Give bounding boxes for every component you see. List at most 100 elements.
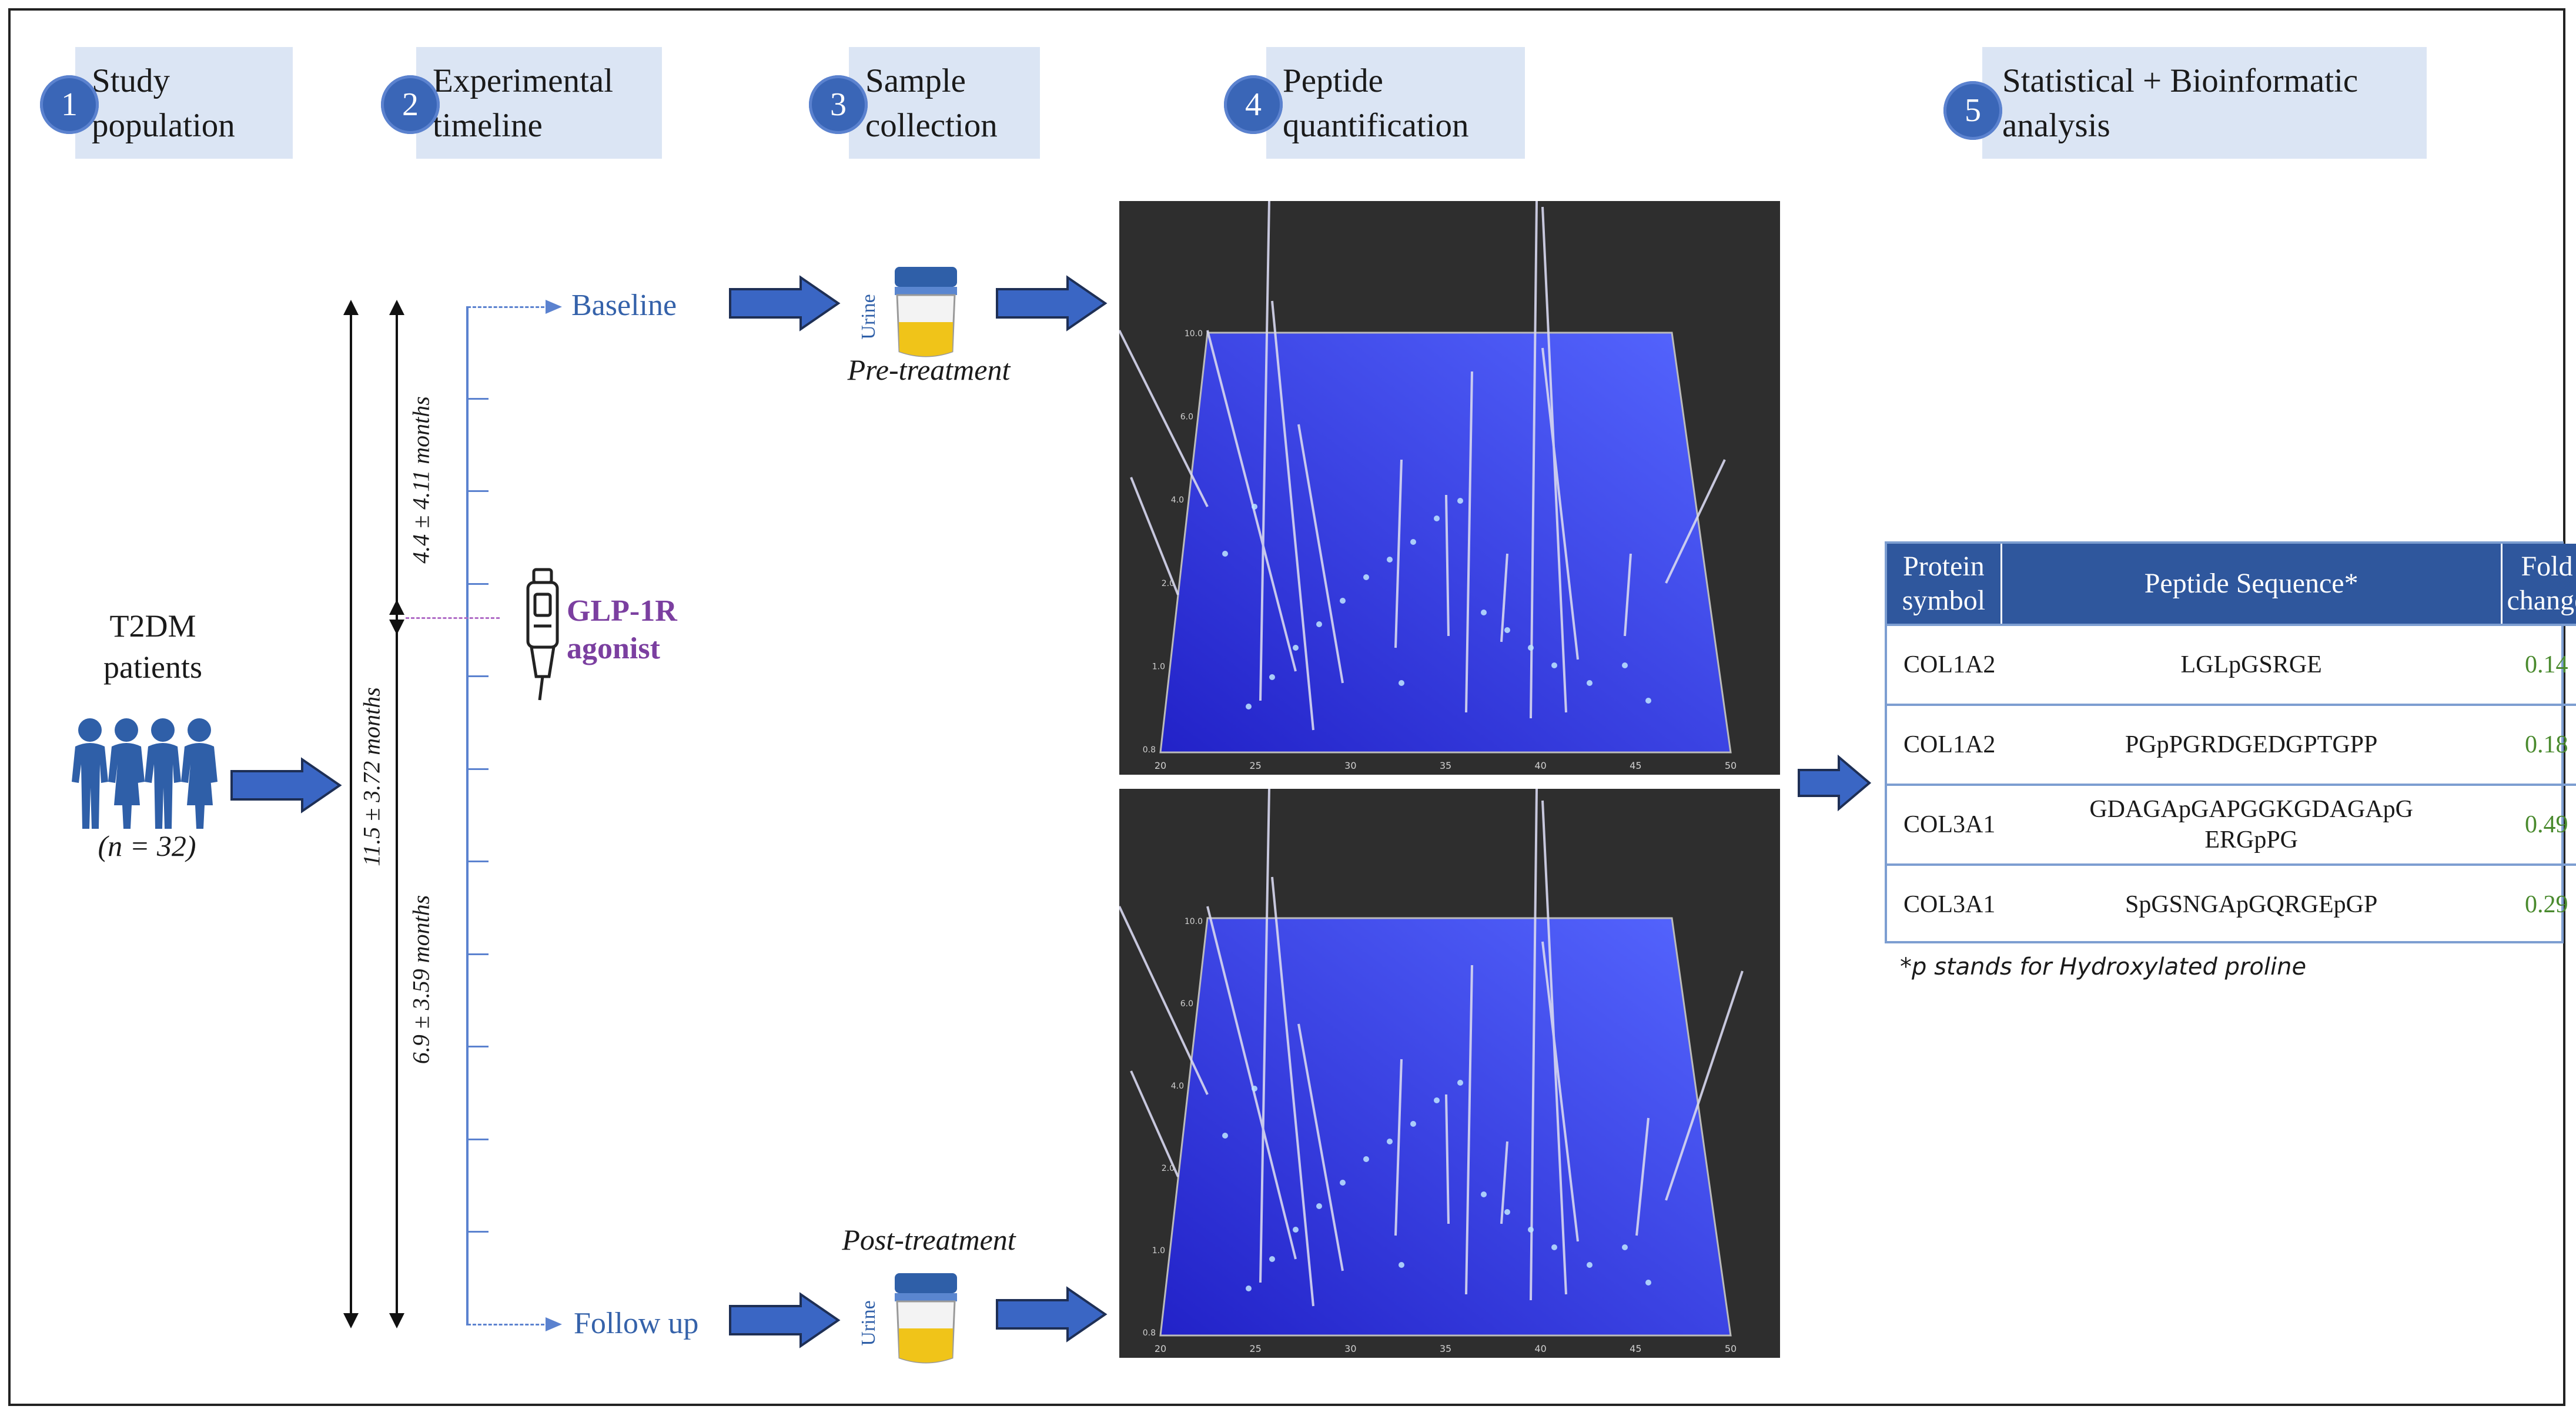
timeline-tick	[467, 675, 489, 677]
urine-label: Urine	[858, 294, 879, 340]
timeline-tick	[467, 1046, 489, 1047]
y-tick-label: 10.0	[1185, 329, 1203, 339]
flow-arrow-icon	[1798, 754, 1872, 812]
header-fold-change: Fold change	[2501, 544, 2576, 625]
peptide-table: Protein symbol Peptide Sequence* Fold ch…	[1887, 544, 2576, 943]
pre-treatment-label: Pre-treatment	[847, 353, 1011, 386]
y-tick-label: 2.0	[1162, 1164, 1175, 1173]
step-title-line1: Sample	[865, 62, 966, 99]
x-tick-label: 30	[1344, 760, 1356, 771]
protein-cell: COL1A2	[1887, 624, 2002, 705]
sequence-cell: PGpPGRDGEDGPTGPP	[2001, 704, 2501, 785]
population-label: T2DM patients	[59, 605, 247, 688]
x-tick-label: 30	[1344, 1343, 1356, 1354]
x-tick-label: 50	[1725, 1343, 1737, 1354]
drug-label-line2: agonist	[567, 632, 660, 665]
fold-change-cell: 0.18	[2501, 704, 2576, 785]
fold-change-cell: 0.14	[2501, 624, 2576, 705]
protein-cell: COL1A2	[1887, 704, 2002, 785]
x-tick-label: 25	[1249, 1343, 1261, 1354]
y-tick-label: 2.0	[1162, 579, 1175, 588]
timeline-tick	[467, 768, 489, 770]
table-row: COL3A1 SpGSNGApGQRGEpGP 0.29	[1887, 863, 2576, 943]
x-tick-label: 20	[1155, 760, 1166, 771]
step-number-badge: 1	[40, 75, 99, 134]
flow-arrow-icon	[996, 1286, 1108, 1343]
step-number-badge: 2	[381, 75, 440, 134]
followup-connector	[467, 1324, 550, 1325]
post-treatment-duration-arrow	[389, 600, 404, 1328]
y-tick-label: 0.8	[1143, 1328, 1156, 1338]
step-title-line2: population	[92, 107, 235, 144]
x-tick-label: 40	[1534, 760, 1546, 771]
timeline-tick	[467, 953, 489, 955]
x-tick-label: 45	[1630, 1343, 1641, 1354]
population-label-line1: T2DM	[109, 608, 196, 644]
table-footnote: *p stands for Hydroxylated proline	[1900, 953, 2307, 980]
y-tick-label: 6.0	[1180, 999, 1193, 1009]
timeline-tick	[467, 583, 489, 585]
step-sample-collection: Sample collection	[849, 47, 1040, 159]
y-tick-label: 1.0	[1152, 1246, 1165, 1256]
baseline-label: Baseline	[571, 289, 677, 322]
timeline-tick	[467, 398, 489, 400]
arrowhead-icon	[546, 1317, 562, 1331]
y-tick-label: 1.0	[1152, 662, 1165, 671]
y-tick-label: 4.0	[1171, 1082, 1184, 1091]
step-study-population: Study population	[75, 47, 293, 159]
patients-group-icon	[72, 718, 218, 829]
step-number-badge: 5	[1943, 81, 2002, 140]
step-peptide-quantification: Peptide quantification	[1266, 47, 1525, 159]
step-title-line2: collection	[865, 107, 998, 144]
sample-size: (n = 32)	[98, 829, 196, 862]
flow-arrow-icon	[729, 1292, 841, 1348]
post-treatment-label: Post-treatment	[842, 1223, 1016, 1256]
injection-pen-icon	[526, 568, 559, 701]
timeline-axis	[466, 306, 469, 1325]
timeline-tick	[467, 1231, 489, 1233]
table-row: COL1A2 PGpPGRDGEDGPTGPP 0.18	[1887, 704, 2576, 785]
step-title-line1: Peptide	[1283, 62, 1383, 99]
x-tick-label: 20	[1155, 1343, 1166, 1354]
drug-label: GLP-1R agonist	[567, 592, 677, 668]
header-protein-symbol: Protein symbol	[1887, 544, 2002, 625]
peptide-table-header: Protein symbol Peptide Sequence* Fold ch…	[1887, 544, 2576, 625]
post-duration-label: 6.9 ± 3.59 months	[407, 895, 434, 1064]
baseline-connector	[467, 306, 550, 308]
fold-change-cell: 0.29	[2501, 863, 2576, 943]
flow-arrow-icon	[729, 275, 841, 332]
timeline-tick	[467, 490, 489, 492]
step-number-badge: 4	[1224, 75, 1283, 134]
y-tick-label: 4.0	[1171, 496, 1184, 505]
protein-cell: COL3A1	[1887, 784, 2002, 865]
population-label-line2: patients	[103, 650, 202, 685]
urine-label: Urine	[858, 1300, 879, 1346]
x-tick-label: 35	[1440, 1343, 1451, 1354]
table-row: COL3A1 GDAGApGAPGGKGDAGApG ERGpPG 0.49	[1887, 784, 2576, 865]
sequence-cell: LGLpGSRGE	[2001, 624, 2501, 705]
flow-arrow-icon	[996, 275, 1108, 332]
step-number-badge: 3	[809, 75, 868, 134]
step-title-line1: Experimental	[433, 62, 614, 99]
header-peptide-sequence: Peptide Sequence*	[2001, 544, 2503, 625]
timeline-tick	[467, 1139, 489, 1140]
table-row: COL1A2 LGLpGSRGE 0.14	[1887, 624, 2576, 705]
protein-cell: COL3A1	[1887, 863, 2002, 943]
step-title-line1: Statistical + Bioinformatic	[2002, 62, 2358, 99]
timeline-tick	[467, 861, 489, 862]
x-tick-label: 50	[1725, 760, 1737, 771]
urine-cup-icon	[895, 1273, 957, 1364]
x-tick-label: 25	[1249, 760, 1261, 771]
x-tick-label: 35	[1440, 760, 1451, 771]
step-title-line1: Study	[92, 62, 170, 99]
step-title-line2: quantification	[1283, 107, 1469, 144]
sequence-cell: SpGSNGApGQRGEpGP	[2001, 863, 2501, 943]
pre-duration-label: 4.4 ± 4.11 months	[407, 396, 434, 564]
flow-arrow-icon	[230, 757, 342, 814]
x-tick-label: 40	[1534, 1343, 1546, 1354]
